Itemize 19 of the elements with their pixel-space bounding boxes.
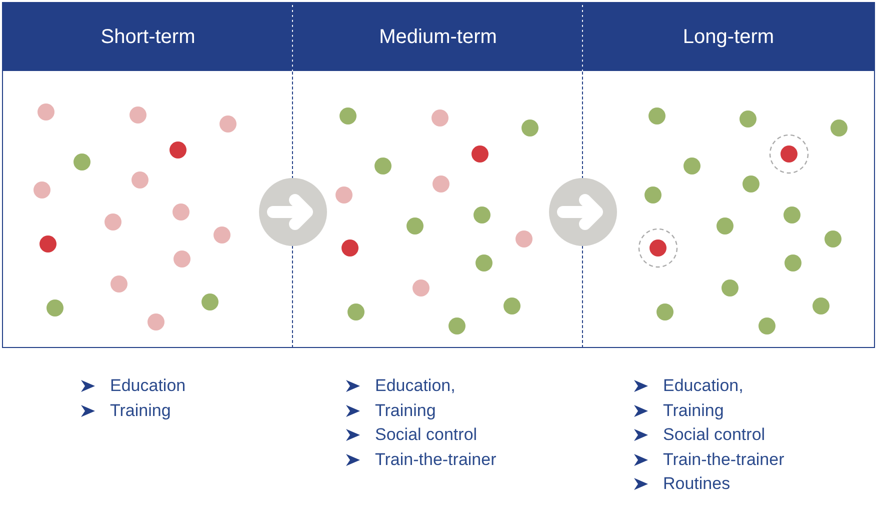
list-item: Education, [663, 376, 744, 396]
list-item: Train-the-trainer [375, 450, 496, 470]
list-item: Training [375, 400, 436, 421]
list-item: Social control [375, 425, 478, 446]
arrow [549, 178, 617, 246]
stage-panel [292, 2, 584, 348]
list-item: Education, [375, 376, 456, 396]
list-item: Training [663, 400, 724, 421]
list-item: Social control [663, 425, 766, 446]
list-item: Train-the-trainer [663, 450, 784, 470]
arrow [259, 178, 327, 246]
stage-panel [582, 2, 875, 348]
stage-heading: Short-term [3, 3, 293, 71]
list-item: Education [110, 376, 186, 396]
stage-panel [2, 2, 294, 348]
list-item: Training [110, 400, 171, 421]
stage-heading: Medium-term [293, 3, 583, 71]
list-item: Routines [663, 474, 730, 494]
stage-heading: Long-term [583, 3, 874, 71]
